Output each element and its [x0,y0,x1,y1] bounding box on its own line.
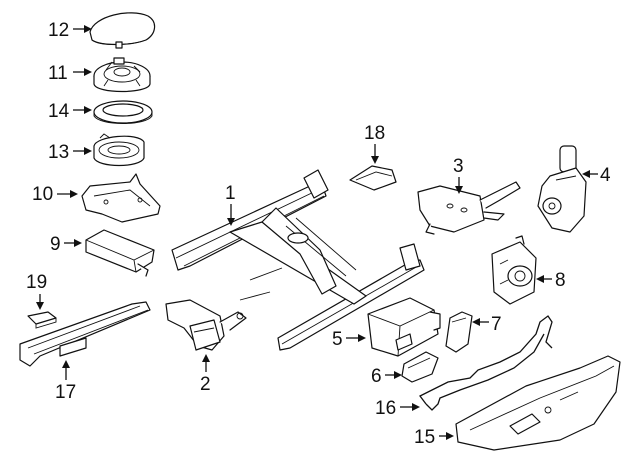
callout-label: 9 [50,234,61,255]
callout-15: 15 [414,427,454,448]
part-6-switch-knob [401,351,439,383]
callout-12: 12 [48,20,92,41]
callout-label: 17 [55,382,76,403]
callout-label: 10 [32,184,53,205]
callout-label: 8 [555,270,566,291]
callout-18: 18 [364,123,385,164]
part-8-switch-module [491,235,537,305]
callout-13: 13 [48,142,92,163]
callout-5: 5 [332,329,366,350]
part-7-knob [445,311,473,353]
callout-label: 1 [225,183,236,204]
callout-16: 16 [375,398,420,419]
part-18-cover [349,165,397,191]
part-16-wire-spring [419,315,553,411]
callout-label: 2 [200,374,211,395]
part-4-motor-gear [537,145,587,233]
part-1-seat-track [171,169,425,351]
callout-2: 2 [200,354,211,395]
callout-label: 19 [26,272,47,293]
part-2-gear-motor [165,299,247,351]
callout-label: 16 [375,398,396,419]
callout-4: 4 [582,165,611,186]
callout-label: 12 [48,20,69,41]
part-10-bracket [81,173,161,223]
callout-6: 6 [371,366,402,387]
part-12-grille [89,12,156,49]
part-11-speaker [93,57,151,93]
callout-label: 13 [48,142,69,163]
callout-19: 19 [26,272,47,310]
callout-label: 4 [600,165,611,186]
callout-label: 3 [453,156,464,177]
part-13-speaker-base [93,133,145,167]
callout-10: 10 [32,184,78,205]
callout-label: 14 [48,101,70,122]
part-3-motor [417,181,521,235]
callout-label: 7 [491,314,502,335]
callout-label: 6 [371,366,382,387]
callout-7: 7 [472,314,502,335]
callout-8: 8 [536,270,566,291]
part-19-clip [27,311,57,329]
callout-3: 3 [453,156,464,194]
callout-9: 9 [50,234,82,255]
callout-1: 1 [225,183,236,226]
callout-label: 18 [364,123,385,144]
part-15-trim-panel [455,355,621,451]
callout-label: 11 [48,63,68,84]
part-14-ring [93,100,153,124]
callout-label: 5 [332,329,343,350]
callout-label: 15 [414,427,435,448]
part-5-control-unit [367,297,441,357]
part-9-module [85,229,155,277]
callout-14: 14 [48,101,92,122]
callout-11: 11 [48,63,92,84]
part-17-track-cover [19,301,151,367]
callout-17: 17 [55,360,76,403]
